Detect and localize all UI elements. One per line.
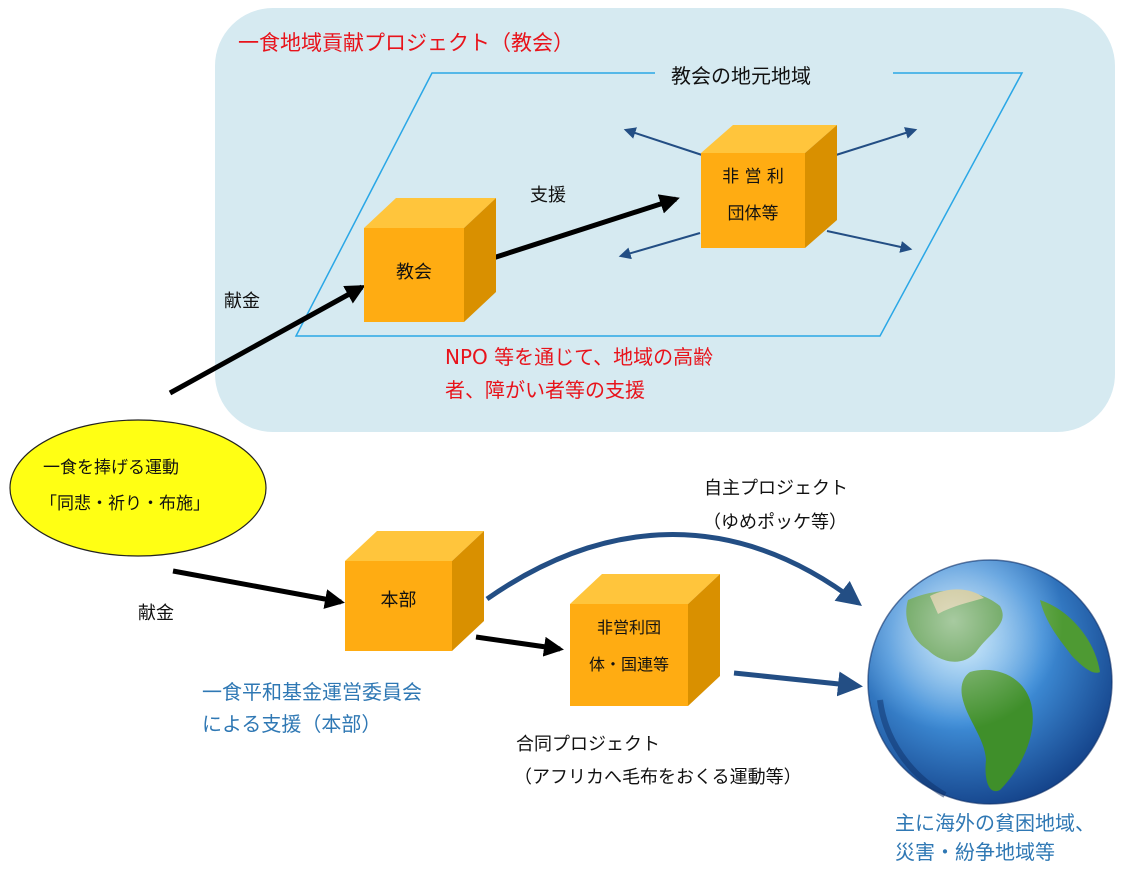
joint-project-arrow	[733, 670, 863, 697]
own-project-label-line1: 自主プロジェクト	[704, 478, 848, 499]
npo-box-label-line2: 団体等	[727, 204, 779, 224]
church-box	[364, 198, 496, 322]
own-project-label-line2: （ゆめポッケ等）	[703, 512, 847, 533]
npo-un-box-label-line2: 体・国連等	[588, 655, 669, 674]
support-label: 支援	[530, 185, 566, 206]
headquarters-caption-line2: による支援（本部）	[202, 712, 382, 736]
movement-label-line2: 「同悲・祈り・布施」	[40, 494, 210, 514]
npo-un-box-label-line1: 非営利団	[596, 618, 661, 637]
offering-arrow-to-church	[168, 284, 366, 396]
movement-ellipse	[9, 419, 267, 557]
npo-box-label-line1: 非 営 利	[722, 167, 784, 187]
local-description-line2: 者、障がい者等の支援	[445, 378, 645, 402]
npo-arrow-upper-right	[835, 127, 918, 156]
own-project-arrow	[485, 532, 862, 607]
joint-project-label-line1: 合同プロジェクト	[516, 734, 660, 755]
headquarters-box-label: 本部	[380, 590, 417, 611]
support-arrow-to-npo	[492, 194, 680, 261]
offering-label-bottom: 献金	[138, 603, 174, 624]
destination-label-line2: 災害・紛争地域等	[895, 840, 1055, 864]
arrow-headquarters-to-npo	[475, 634, 564, 657]
local-region-label: 教会の地元地域	[671, 64, 811, 88]
headquarters-box	[345, 531, 484, 651]
npo-arrow-lower-left	[618, 232, 701, 260]
local-description-line1: NPO 等を通じて、地域の高齢	[445, 345, 714, 369]
joint-project-label-line2: （アフリカへ毛布をおくる運動等）	[514, 767, 802, 788]
npo-un-box	[570, 574, 720, 706]
offering-arrow-to-headquarters	[172, 568, 345, 609]
offering-label-top: 献金	[224, 291, 260, 312]
local-project-panel	[215, 8, 1115, 432]
npo-arrow-upper-left	[623, 127, 703, 156]
movement-label-line1: 一食を捧げる運動	[43, 458, 179, 478]
destination-label-line1: 主に海外の貧困地域、	[895, 811, 1095, 835]
church-box-label: 教会	[396, 262, 432, 283]
local-region-plane	[294, 72, 1024, 337]
earth-globe-icon	[867, 559, 1113, 805]
npo-arrow-lower-right	[826, 230, 913, 253]
local-project-title: 一食地域貢献プロジェクト（教会）	[238, 31, 574, 55]
npo-box	[701, 125, 837, 248]
headquarters-caption-line1: 一食平和基金運営委員会	[202, 680, 422, 704]
